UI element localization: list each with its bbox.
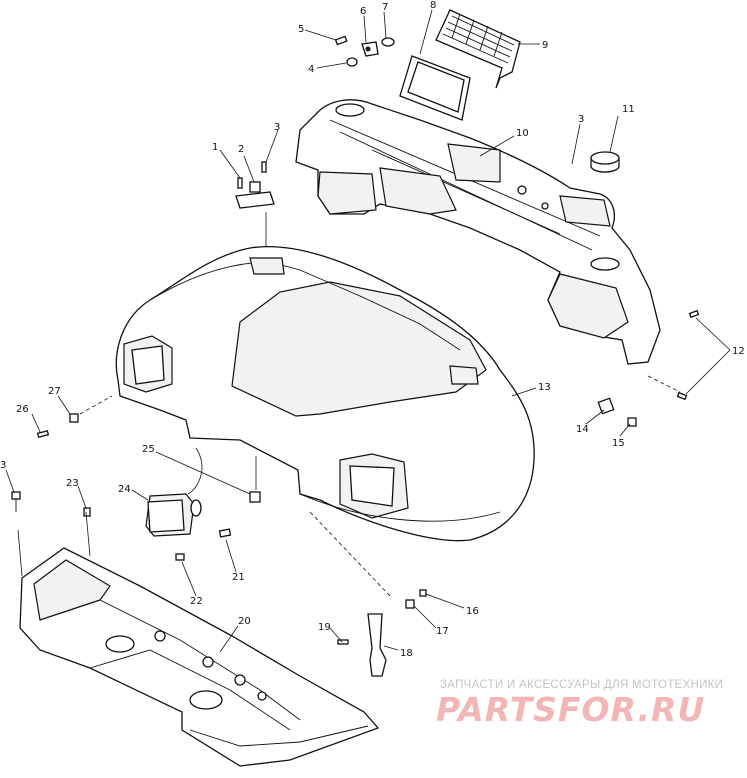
callout-8: 8	[430, 0, 436, 11]
front-rack-panel	[295, 99, 661, 365]
callout-4: 4	[308, 64, 314, 75]
callout-25: 25	[142, 444, 155, 455]
callout-3-right: 3	[578, 114, 584, 125]
top-hardware	[334, 35, 395, 67]
grille-gasket	[399, 55, 471, 121]
callout-22: 22	[190, 596, 203, 607]
callout-27: 27	[48, 386, 61, 397]
callout-11: 11	[622, 104, 635, 115]
callout-2: 2	[238, 144, 244, 155]
callout-labels: 5 6 7 8 9 4 10 11 3 3 1 2 12 13 14 15 16…	[0, 0, 745, 659]
callout-7: 7	[382, 2, 388, 13]
callout-17: 17	[436, 626, 449, 637]
lower-skid-plate	[19, 547, 380, 767]
callout-5: 5	[298, 24, 304, 35]
callout-9: 9	[542, 40, 548, 51]
callout-3-left: 3	[0, 460, 6, 471]
callout-13: 13	[538, 382, 551, 393]
callout-6: 6	[360, 6, 366, 17]
callout-10: 10	[516, 128, 529, 139]
watermark-logo: PARTSFOR.RU	[436, 690, 706, 729]
small-hardware	[11, 309, 700, 677]
watermark-subtitle: ЗАПЧАСТИ И АКСЕССУАРЫ ДЛЯ МОТОТЕХНИКИ	[440, 679, 724, 691]
headlight-assembly	[145, 493, 202, 537]
callout-20: 20	[238, 616, 251, 627]
callout-3-top: 3	[274, 122, 280, 133]
callout-26: 26	[16, 404, 29, 415]
callout-15: 15	[612, 438, 625, 449]
front-cab-hood	[115, 246, 535, 542]
leader-lines	[5, 9, 731, 653]
callout-14: 14	[576, 424, 589, 435]
callout-12: 12	[732, 346, 745, 357]
latch-bracket	[235, 161, 275, 246]
callout-16: 16	[466, 606, 479, 617]
callout-19: 19	[318, 622, 331, 633]
callout-21: 21	[232, 572, 245, 583]
callout-23: 23	[66, 478, 79, 489]
callout-24: 24	[118, 484, 131, 495]
callout-18: 18	[400, 648, 413, 659]
filler-cap	[590, 151, 620, 173]
grille-insert	[435, 9, 521, 89]
callout-1: 1	[212, 142, 218, 153]
